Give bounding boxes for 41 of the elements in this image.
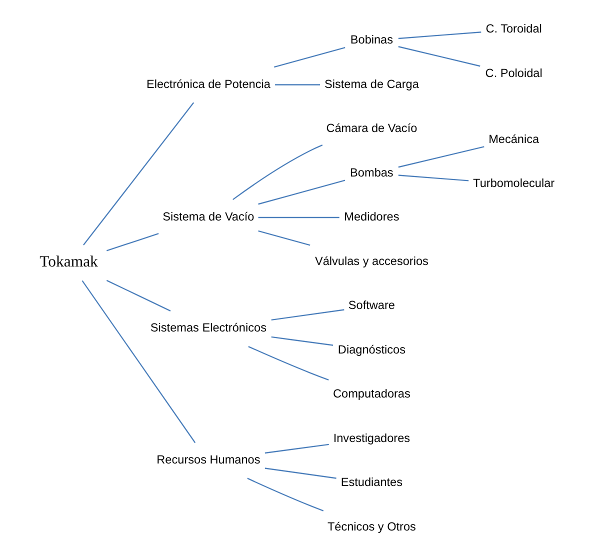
connector xyxy=(258,216,340,218)
node-text: Bombas xyxy=(350,165,394,180)
node-text: Software xyxy=(348,298,395,312)
connector xyxy=(271,309,344,321)
node-text: C. Poloidal xyxy=(485,66,542,80)
connector xyxy=(264,444,329,454)
node-text: C. Toroidal xyxy=(486,22,542,36)
node-text: Recursos Humanos xyxy=(156,452,260,466)
connector xyxy=(106,233,159,252)
node-text: Bobinas xyxy=(350,32,394,47)
node-text: Medidores xyxy=(344,210,400,224)
connector xyxy=(106,280,171,312)
node-text: Diagnósticos xyxy=(338,342,406,356)
connector xyxy=(274,46,346,68)
connector xyxy=(275,84,320,86)
node-text: Sistemas Electrónicos xyxy=(150,320,266,335)
node-text: Computadoras xyxy=(333,386,410,401)
node-text: Turbomolecular xyxy=(473,176,555,190)
node-text: Válvulas y accesorios xyxy=(314,254,428,268)
node-text: Estudiantes xyxy=(340,475,403,490)
connector xyxy=(247,478,324,512)
connector xyxy=(398,146,484,168)
connector xyxy=(248,346,329,380)
connector xyxy=(258,230,310,246)
connector xyxy=(82,280,196,444)
connector xyxy=(83,102,194,246)
node-text: Cámara de Vacío xyxy=(326,121,418,136)
node-text: Sistema de Vacío xyxy=(162,210,254,224)
connector xyxy=(398,46,480,67)
node-text: Investigadores xyxy=(333,430,410,445)
node-text: Electrónica de Potencia xyxy=(146,76,270,91)
connector xyxy=(398,32,482,40)
connector xyxy=(398,174,469,182)
connector xyxy=(258,180,346,205)
connector xyxy=(232,144,323,200)
connector xyxy=(271,336,334,346)
node-text: Sistema de Carga xyxy=(324,76,419,91)
node-text: Tokamak xyxy=(40,254,98,270)
node-text: Técnicos y Otros xyxy=(327,519,416,534)
connector xyxy=(264,468,336,479)
node-text: Mecánica xyxy=(488,132,540,146)
